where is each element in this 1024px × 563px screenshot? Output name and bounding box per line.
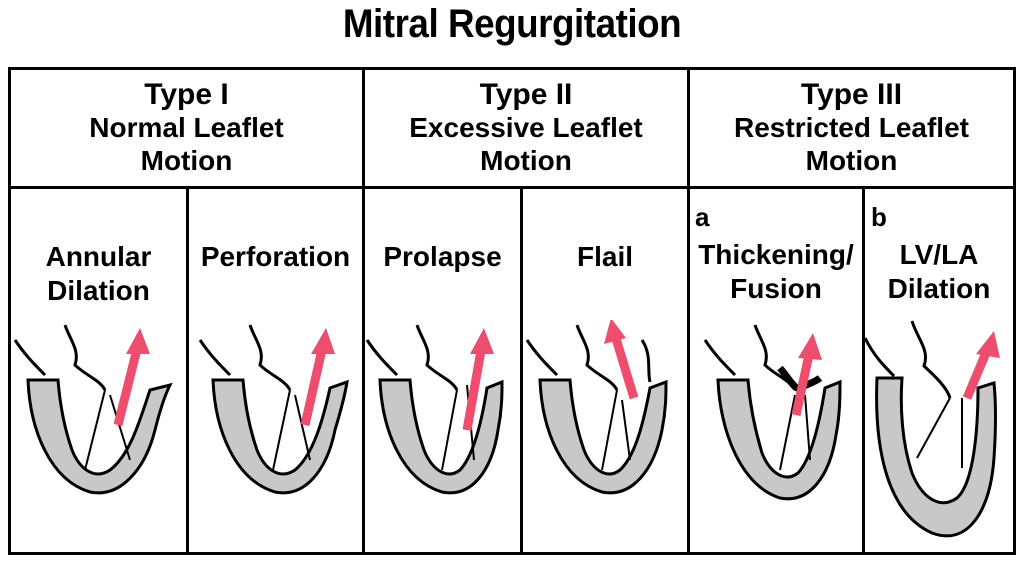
type1-label: Type I — [144, 78, 229, 111]
cell5-line1: Thickening/ — [698, 239, 854, 270]
cell-thickening-fusion-label: Thickening/ Fusion — [690, 238, 862, 306]
cell6-line1: LV/LA — [899, 239, 979, 270]
leaflet-line — [84, 389, 131, 471]
cell6-letter: b — [871, 202, 887, 232]
arrow-head — [311, 328, 335, 354]
atrium-outline — [525, 324, 652, 391]
cell5-letter: a — [695, 202, 710, 232]
header-type1: Type I Normal Leaflet Motion — [11, 70, 362, 188]
cell6-line2: Dilation — [887, 273, 991, 304]
arrow-head — [470, 328, 494, 354]
atrium-outline — [198, 324, 292, 391]
atrium-outline — [365, 324, 459, 391]
header-type3: Type III Restricted Leaflet Motion — [690, 70, 1013, 188]
heart-flail-illustration — [525, 320, 668, 495]
regurgitant-arrow — [609, 330, 639, 400]
type2-label: Type II — [479, 78, 573, 111]
leaflet-line — [272, 389, 311, 471]
arrow-head — [604, 320, 626, 344]
cell-lv-la-dilation-label: LV/LA Dilation — [865, 238, 1013, 306]
heart-perforation-illustration — [198, 324, 349, 495]
leaflet-line — [779, 394, 811, 471]
atrium-outline — [863, 320, 952, 399]
myocardium-shape — [538, 378, 668, 495]
regurgitant-arrow — [962, 346, 993, 400]
regurgitant-arrow — [300, 344, 328, 426]
type2-line1: Excessive Leaflet — [409, 112, 643, 143]
cell2-line1: Perforation — [200, 241, 351, 272]
leaflet-line — [916, 397, 963, 468]
divider-type2-type3 — [687, 70, 690, 552]
type1-line2: Motion — [140, 145, 233, 176]
heart-lv-la-dilation-illustration — [863, 320, 1000, 538]
header-divider — [11, 186, 1013, 189]
cell5-line2: Fusion — [730, 273, 822, 304]
myocardium-shape — [211, 378, 349, 495]
regurgitant-arrow — [462, 344, 487, 431]
heart-thickening-fusion-illustration — [703, 324, 842, 501]
divider-cell3-cell4 — [520, 188, 523, 552]
cell-annular-dilation-label: Annular Dilation — [11, 240, 186, 308]
mitral-grid: Type I Normal Leaflet Motion Type II Exc… — [8, 67, 1016, 555]
myocardium-shape — [875, 376, 997, 538]
type3-line2: Motion — [805, 145, 898, 176]
type1-line1: Normal Leaflet — [89, 112, 284, 143]
divider-cell5-cell6 — [862, 188, 865, 552]
regurgitant-arrow — [113, 343, 143, 427]
myocardium-shape — [26, 378, 173, 495]
header-type2: Type II Excessive Leaflet Motion — [365, 70, 687, 188]
cell-perforation-label: Perforation — [189, 240, 362, 274]
cell1-line2: Dilation — [47, 275, 150, 306]
divider-type1-type2 — [362, 70, 365, 552]
myocardium-shape — [716, 378, 842, 501]
cell3-line1: Prolapse — [383, 241, 502, 272]
cell-prolapse-label: Prolapse — [365, 240, 520, 274]
atrium-outline — [13, 324, 107, 391]
arrow-head — [126, 328, 150, 354]
regurgitant-arrow — [791, 349, 815, 416]
type3-label: Type III — [800, 78, 903, 111]
myocardium-shape — [378, 378, 504, 495]
leaflet-line — [601, 389, 631, 471]
diagram-title: Mitral Regurgitation — [342, 2, 682, 46]
arrow-head — [976, 331, 1000, 358]
cell-flail-label: Flail — [523, 240, 687, 274]
type3-line1: Restricted Leaflet — [734, 112, 969, 143]
type2-line2: Motion — [480, 145, 572, 176]
heart-annular-dilation-illustration — [13, 324, 173, 495]
cell4-line1: Flail — [576, 241, 633, 272]
divider-cell1-cell2 — [186, 188, 189, 552]
heart-prolapse-illustration — [365, 324, 504, 495]
cell1-line1: Annular — [45, 241, 152, 272]
arrow-head — [798, 333, 822, 360]
